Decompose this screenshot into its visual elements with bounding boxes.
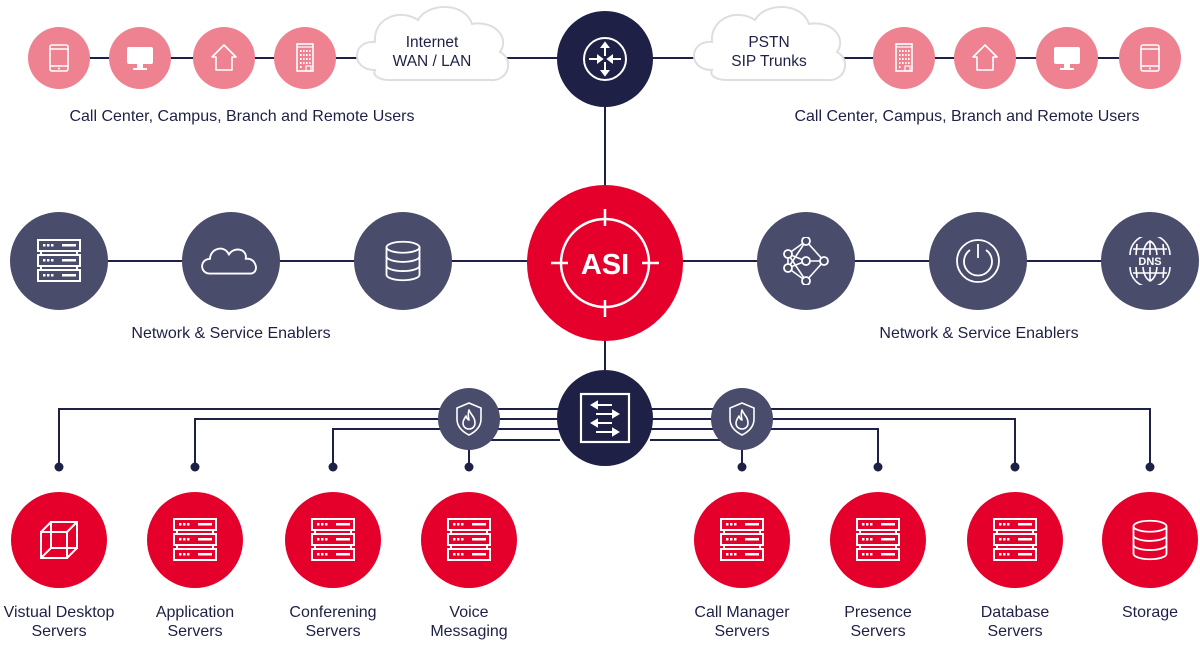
cloud-node <box>182 212 280 310</box>
internet-cloud-line2: WAN / LAN <box>392 53 472 70</box>
internet-cloud <box>356 6 510 82</box>
crosshair-icon <box>551 209 659 317</box>
endpoint-dot <box>190 462 200 472</box>
voice-node <box>421 492 517 588</box>
bus-app <box>194 418 560 466</box>
bus-storage <box>650 408 1151 466</box>
endpoint-dot <box>464 462 474 472</box>
endpoint-dot <box>1145 462 1155 472</box>
power-node <box>929 212 1027 310</box>
presence-node <box>830 492 926 588</box>
pstn-cloud <box>693 6 847 82</box>
bottom-label-database: Database Servers <box>945 603 1085 641</box>
bottom-label-conferencing: Conferening Servers <box>263 603 403 641</box>
label-line2: Servers <box>167 623 223 640</box>
bottom-label-application: Application Servers <box>125 603 265 641</box>
label-line2: Servers <box>714 623 770 640</box>
endpoint-dot <box>328 462 338 472</box>
tablet-node <box>1119 27 1181 89</box>
app-node <box>147 492 243 588</box>
middle-right-group-label: Network & Service Enablers <box>879 325 1079 342</box>
endpoint-dot <box>873 462 883 472</box>
callmgr-node <box>694 492 790 588</box>
bottom-label-callmanager: Call Manager Servers <box>672 603 812 641</box>
bottom-label-storage: Storage <box>1080 603 1200 622</box>
label-line1: Presence <box>844 604 912 621</box>
label-line2: Servers <box>31 623 87 640</box>
house-node <box>193 27 255 89</box>
bottom-label-vdi: Vistual Desktop Servers <box>0 603 129 641</box>
label-line1: Vistual Desktop <box>3 604 115 621</box>
label-line1: Application <box>155 604 235 621</box>
top-right-users <box>873 27 1181 89</box>
conf-node <box>285 492 381 588</box>
bus-db <box>650 418 1016 466</box>
label-line1: Database <box>980 604 1050 621</box>
bus-endpoints <box>54 462 1155 472</box>
endpoint-dot <box>54 462 64 472</box>
internet-cloud-line1: Internet <box>405 34 459 51</box>
top-right-group-label: Call Center, Campus, Branch and Remote U… <box>794 108 1140 125</box>
asi-label: ASI <box>581 249 629 281</box>
endpoint-dot <box>1010 462 1020 472</box>
pstn-cloud-line1: PSTN <box>748 34 790 51</box>
label-line1: Voice <box>449 604 489 621</box>
label-line1: Call Manager <box>694 604 790 621</box>
server-node <box>10 212 108 310</box>
house-node <box>954 27 1016 89</box>
bottom-label-presence: Presence Servers <box>808 603 948 641</box>
label-line1: Conferening <box>289 604 377 621</box>
top-left-group-label: Call Center, Campus, Branch and Remote U… <box>69 108 415 125</box>
endpoint-dot <box>737 462 747 472</box>
pstn-cloud-line2: SIP Trunks <box>731 53 807 70</box>
switch-node <box>557 370 653 466</box>
router-node <box>557 11 653 107</box>
asi-node <box>527 185 683 341</box>
bus-vdi <box>58 408 560 466</box>
label-line1: Storage <box>1121 604 1179 621</box>
label-line2: Servers <box>305 623 361 640</box>
label-line2: Servers <box>987 623 1043 640</box>
database-server-node <box>967 492 1063 588</box>
pstn-cloud-label: PSTN SIP Trunks <box>709 33 829 71</box>
internet-cloud-label: Internet WAN / LAN <box>372 33 492 71</box>
top-left-users <box>28 27 336 89</box>
middle-left-group-label: Network & Service Enablers <box>131 325 331 342</box>
label-line2: Servers <box>850 623 906 640</box>
middle-right-enablers <box>757 212 1199 310</box>
middle-left-enablers <box>10 212 452 310</box>
building-node <box>274 27 336 89</box>
building-node <box>873 27 935 89</box>
tablet-node <box>28 27 90 89</box>
label-line2: Messaging <box>430 623 508 640</box>
bottom-servers <box>11 492 1198 588</box>
vdi-node <box>11 492 107 588</box>
bottom-label-voice: Voice Messaging <box>399 603 539 641</box>
